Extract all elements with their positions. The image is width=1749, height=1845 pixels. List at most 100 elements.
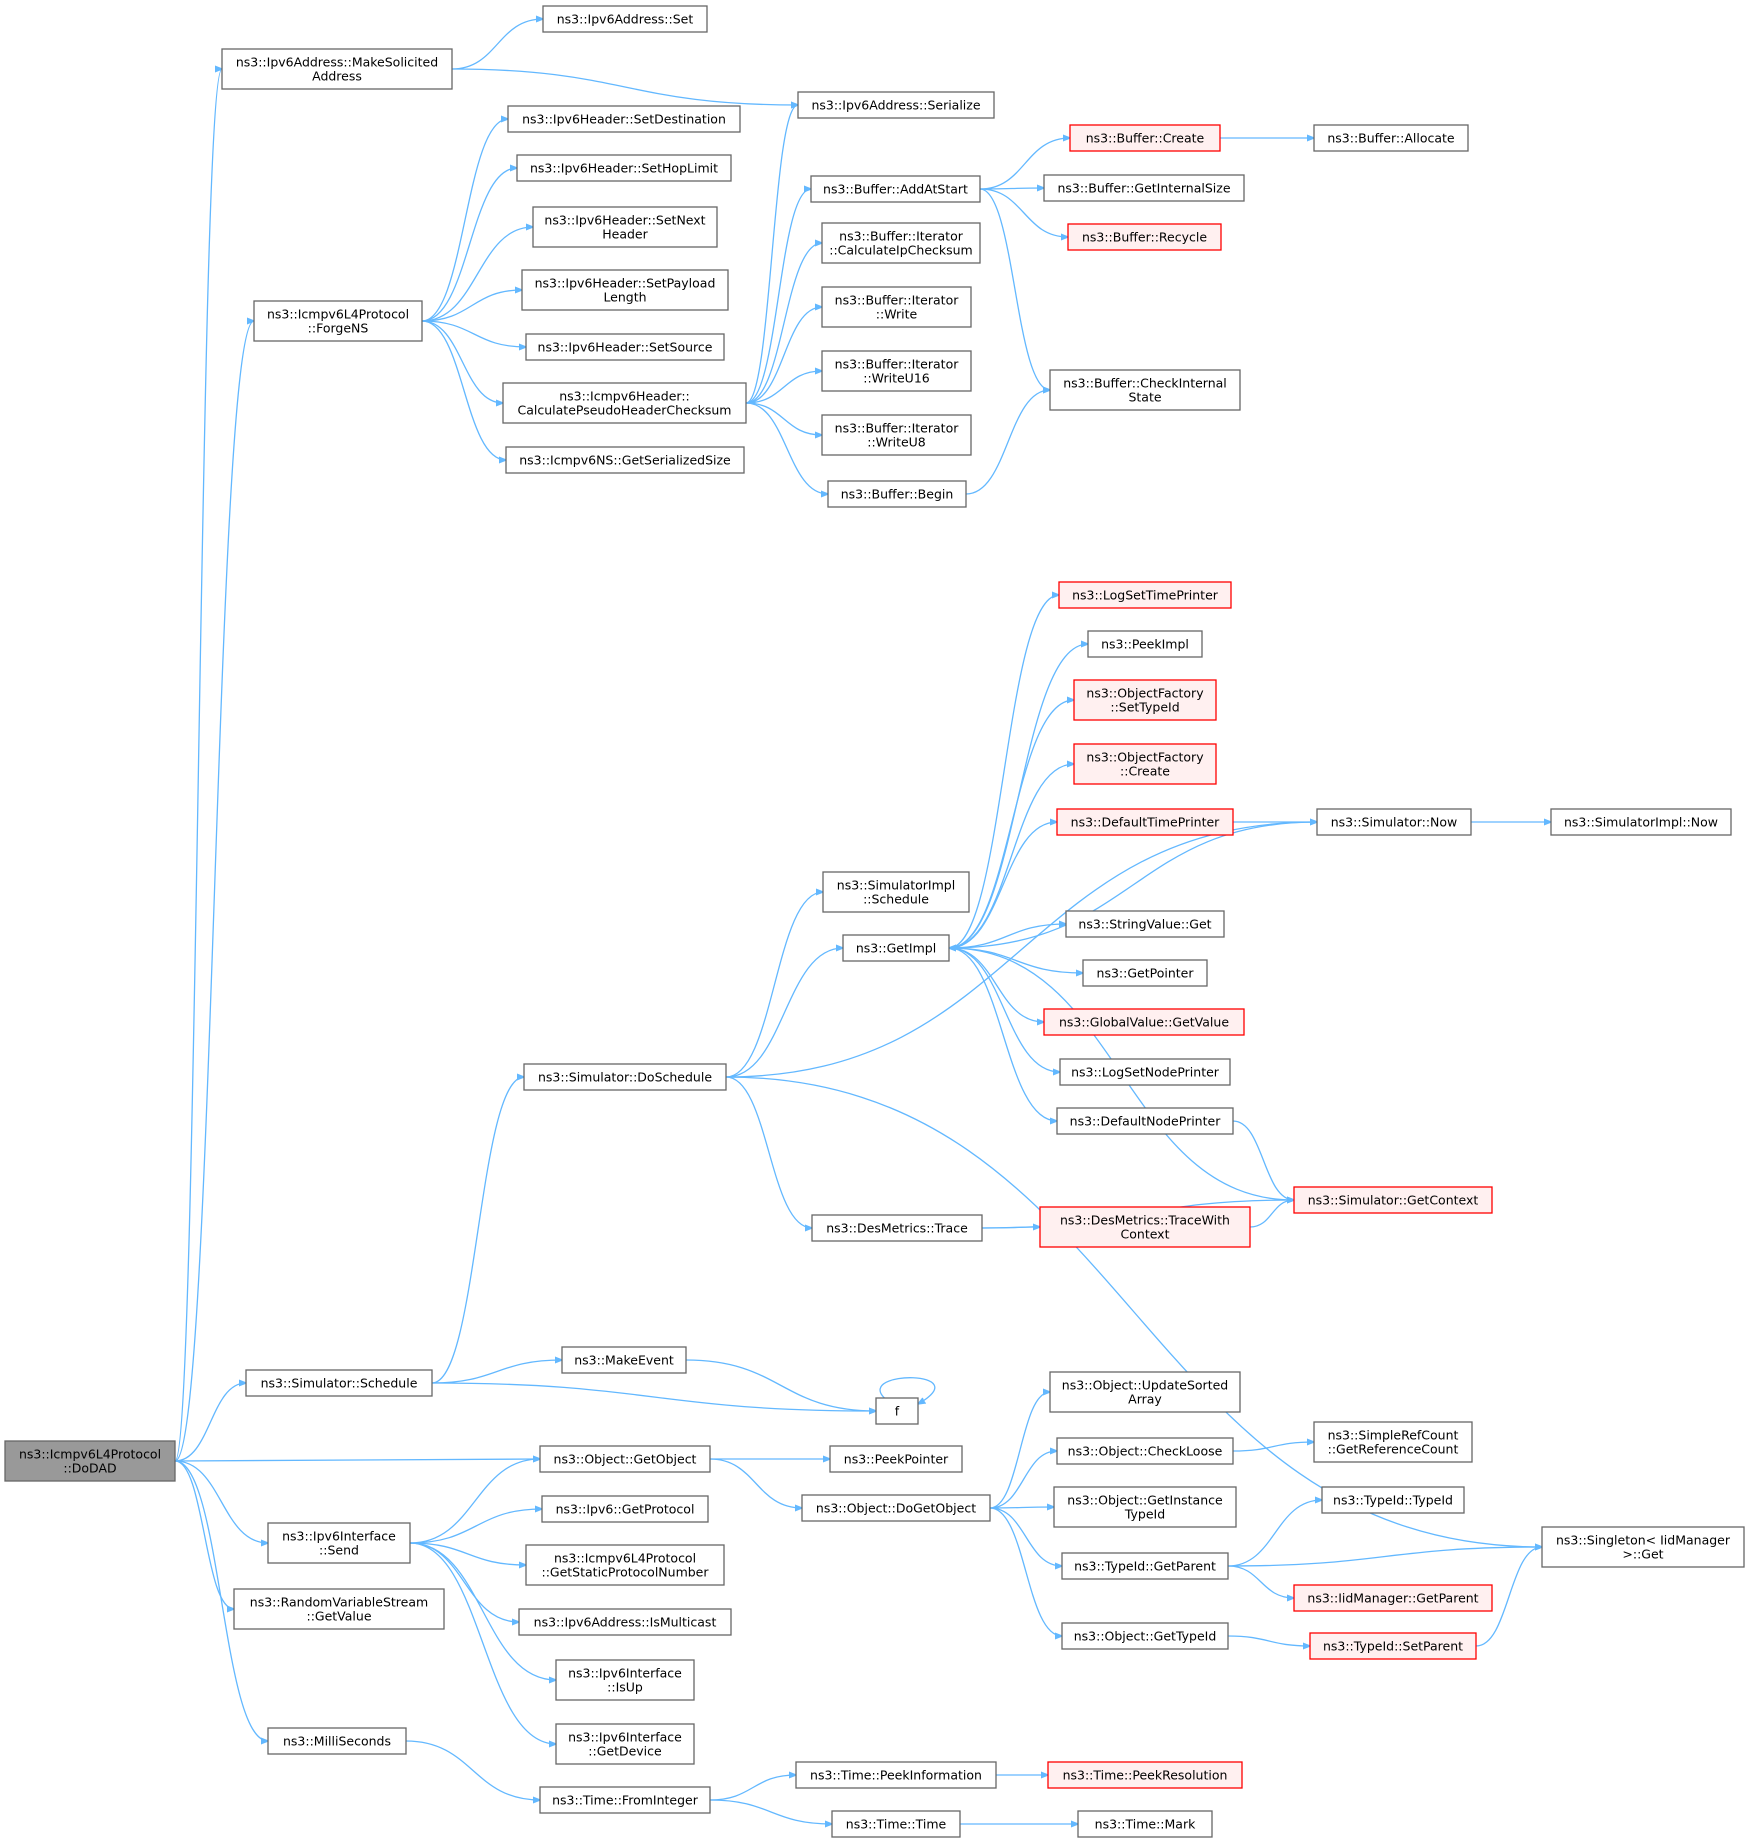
node-box[interactable] [1541, 1526, 1745, 1568]
node-box[interactable] [1067, 223, 1222, 251]
node-setsource[interactable]: ns3::Ipv6Header::SetSource [525, 333, 725, 361]
node-box[interactable] [507, 105, 741, 133]
node-box[interactable] [1065, 910, 1225, 938]
node-ipv6ifisup[interactable]: ns3::Ipv6Interface::IsUp [555, 1659, 695, 1701]
node-box[interactable] [1293, 1186, 1493, 1214]
node-box[interactable] [827, 480, 967, 508]
node-bufcreate[interactable]: ns3::Buffer::Create [1069, 124, 1221, 152]
node-box[interactable] [829, 1445, 963, 1473]
node-box[interactable] [221, 48, 453, 90]
node-box[interactable] [1049, 369, 1241, 411]
node-defaulttimeprinter[interactable]: ns3::DefaultTimePrinter [1056, 808, 1234, 836]
node-box[interactable] [1056, 1107, 1234, 1135]
node-box[interactable] [561, 1346, 687, 1374]
node-box[interactable] [1043, 174, 1245, 202]
node-box[interactable] [233, 1588, 445, 1630]
node-ipv6ifsend[interactable]: ns3::Ipv6Interface::Send [267, 1522, 411, 1564]
node-peekresolution[interactable]: ns3::Time::PeekResolution [1047, 1761, 1243, 1789]
node-box[interactable] [1061, 1622, 1229, 1650]
node-box[interactable] [1321, 1486, 1465, 1514]
node-box[interactable] [521, 269, 729, 311]
node-timemark[interactable]: ns3::Time::Mark [1077, 1810, 1213, 1838]
node-box[interactable] [811, 1214, 983, 1242]
node-box[interactable] [523, 1063, 727, 1091]
node-box[interactable] [1082, 959, 1208, 987]
node-box[interactable] [502, 382, 747, 424]
node-box[interactable] [1073, 743, 1217, 785]
node-box[interactable] [795, 1761, 997, 1789]
node-box[interactable] [1293, 1584, 1493, 1612]
node-ipv6ifgetdevice[interactable]: ns3::Ipv6Interface::GetDevice [555, 1723, 695, 1765]
node-box[interactable] [821, 286, 972, 328]
node-box[interactable] [539, 1786, 711, 1814]
node-getimpl[interactable]: ns3::GetImpl [842, 934, 950, 962]
node-simgetcontext[interactable]: ns3::Simulator::GetContext [1293, 1186, 1493, 1214]
node-box[interactable] [810, 175, 981, 203]
node-box[interactable] [822, 871, 970, 913]
node-addatstart[interactable]: ns3::Buffer::AddAtStart [810, 175, 981, 203]
node-box[interactable] [1073, 679, 1217, 721]
node-box[interactable] [555, 1723, 695, 1765]
node-getrefcount[interactable]: ns3::SimpleRefCount::GetReferenceCount [1313, 1421, 1473, 1463]
node-fromint[interactable]: ns3::Time::FromInteger [539, 1786, 711, 1814]
node-box[interactable] [797, 91, 995, 119]
node-itwriteu16[interactable]: ns3::Buffer::Iterator::WriteU16 [821, 350, 972, 392]
node-box[interactable] [1058, 581, 1232, 609]
node-peekpointer[interactable]: ns3::PeekPointer [829, 1445, 963, 1473]
node-peekimpl[interactable]: ns3::PeekImpl [1087, 630, 1203, 658]
node-box[interactable] [525, 1544, 725, 1586]
node-singletonget[interactable]: ns3::Singleton< IidManager >::Get [1541, 1526, 1745, 1568]
node-box[interactable] [245, 1369, 433, 1397]
node-box[interactable] [555, 1659, 695, 1701]
node-itwriteu8[interactable]: ns3::Buffer::Iterator::WriteU8 [821, 414, 972, 456]
node-dodad[interactable]: ns3::Icmpv6L4Protocol::DoDAD [4, 1440, 176, 1482]
node-getpointer[interactable]: ns3::GetPointer [1082, 959, 1208, 987]
node-box[interactable] [1077, 1810, 1213, 1838]
node-box[interactable] [821, 222, 981, 264]
node-ismulticast[interactable]: ns3::Ipv6Address::IsMulticast [518, 1608, 732, 1636]
node-box[interactable] [541, 1495, 709, 1523]
node-rvsgetvalue[interactable]: ns3::RandomVariableStream::GetValue [233, 1588, 445, 1630]
node-box[interactable] [267, 1727, 407, 1755]
node-desmetricstrace[interactable]: ns3::DesMetrics::Trace [811, 1214, 983, 1242]
node-box[interactable] [505, 446, 745, 474]
node-box[interactable] [1039, 1206, 1251, 1248]
node-makeevent[interactable]: ns3::MakeEvent [561, 1346, 687, 1374]
node-typeidgetparent[interactable]: ns3::TypeId::GetParent [1061, 1552, 1229, 1580]
node-box[interactable] [1059, 1058, 1231, 1086]
node-bufbegin[interactable]: ns3::Buffer::Begin [827, 480, 967, 508]
node-ipv6addrset[interactable]: ns3::Ipv6Address::Set [542, 5, 708, 33]
node-ipv6getprotocol[interactable]: ns3::Ipv6::GetProtocol [541, 1495, 709, 1523]
node-box[interactable] [1056, 808, 1234, 836]
node-box[interactable] [821, 414, 972, 456]
node-box[interactable] [516, 154, 732, 182]
node-box[interactable] [1550, 808, 1732, 836]
node-box[interactable] [801, 1494, 991, 1522]
node-box[interactable] [253, 300, 423, 342]
node-forgens[interactable]: ns3::Icmpv6L4Protocol::ForgeNS [253, 300, 423, 342]
node-box[interactable] [1047, 1761, 1243, 1789]
node-ipv6addrserialize[interactable]: ns3::Ipv6Address::Serialize [797, 91, 995, 119]
node-box[interactable] [518, 1608, 732, 1636]
node-iidmanagergetparent[interactable]: ns3::IidManager::GetParent [1293, 1584, 1493, 1612]
node-box[interactable] [525, 333, 725, 361]
node-box[interactable] [1087, 630, 1203, 658]
node-box[interactable] [1061, 1552, 1229, 1580]
node-getobject[interactable]: ns3::Object::GetObject [539, 1445, 711, 1473]
node-f[interactable]: f [875, 1397, 919, 1425]
node-checkloose[interactable]: ns3::Object::CheckLoose [1056, 1437, 1234, 1465]
node-pseudochecksum[interactable]: ns3::Icmpv6Header::CalculatePseudoHeader… [502, 382, 747, 424]
node-ofsettypeid[interactable]: ns3::ObjectFactory::SetTypeId [1073, 679, 1217, 721]
node-box[interactable] [267, 1522, 411, 1564]
node-simschedule[interactable]: ns3::Simulator::Schedule [245, 1369, 433, 1397]
node-box[interactable] [842, 934, 950, 962]
node-simnow[interactable]: ns3::Simulator::Now [1316, 808, 1472, 836]
node-box[interactable] [875, 1397, 919, 1425]
